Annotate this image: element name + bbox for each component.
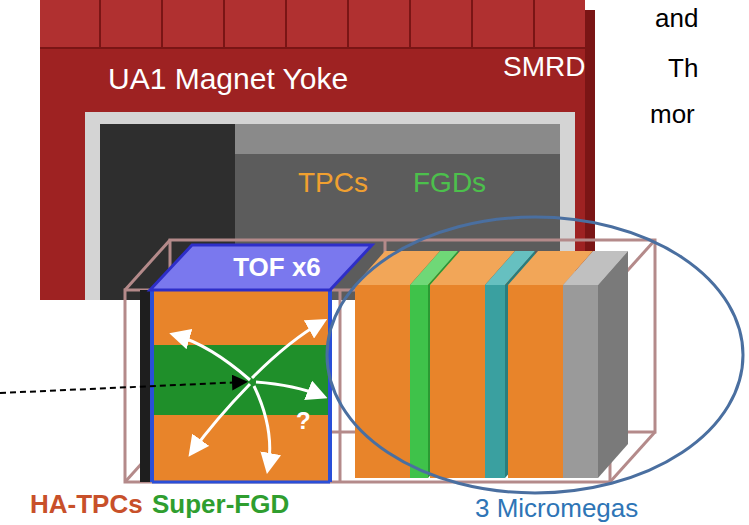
slide-text: mor (650, 100, 695, 129)
tpc-label: TPCs (298, 168, 368, 199)
slide-text: Th (668, 54, 698, 83)
question-mark: ? (296, 408, 311, 434)
tof-text: TOF x6 (233, 253, 321, 282)
tof-box: TOF x6 (192, 247, 362, 287)
superfgd-label: Super-FGD (152, 490, 289, 519)
magnet-label: UA1 Magnet Yoke (108, 62, 348, 95)
smrd-label: SMRD (503, 52, 585, 83)
micromegas-label: 3 Micromegas (475, 494, 638, 523)
slide-text: and (655, 4, 698, 33)
fgd-label: FGDs (413, 168, 486, 199)
hatpc-label: HA-TPCs (30, 490, 143, 519)
